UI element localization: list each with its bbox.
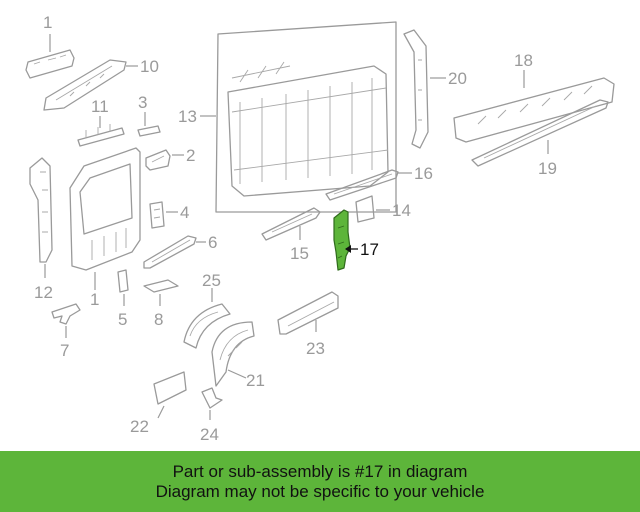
callout-24: 24	[200, 425, 219, 444]
info-banner: Part or sub-assembly is #17 in diagram D…	[0, 451, 640, 512]
callout-14: 14	[392, 201, 411, 220]
banner-line-2: Diagram may not be specific to your vehi…	[155, 481, 485, 501]
part-19-lower-rail	[471, 99, 609, 167]
part-18-upper-rail	[453, 70, 615, 143]
part-16-sill-rail	[325, 169, 412, 201]
part-3-clip	[137, 112, 161, 137]
callout-11: 11	[91, 97, 109, 116]
callout-3: 3	[138, 93, 147, 112]
callout-4: 4	[180, 203, 189, 222]
part-5-bracket	[117, 269, 129, 306]
part-8-plate	[143, 279, 179, 306]
callout-9: 1	[43, 13, 52, 32]
parts-diagram: 1 10 11 3 2 12 1	[25, 13, 615, 444]
banner-line-1: Part or sub-assembly is #17 in diagram	[172, 461, 468, 481]
callout-16: 16	[414, 164, 433, 183]
callout-5: 5	[118, 310, 127, 329]
part-25-wheelhouse-outer	[183, 288, 231, 349]
part-17-reinforcement[interactable]	[333, 209, 351, 271]
part-2-bracket	[145, 149, 184, 171]
part-12-pillar	[29, 157, 53, 278]
part-14-bracket	[355, 195, 390, 223]
callout-25: 25	[202, 271, 221, 290]
callout-12: 12	[34, 283, 53, 302]
part-15-rail	[261, 207, 321, 241]
part-11-bracket	[77, 116, 125, 147]
callout-17: 17	[360, 240, 379, 259]
part-22-plate	[153, 371, 187, 419]
callout-20: 20	[448, 69, 467, 88]
callout-21: 21	[246, 371, 265, 390]
part-24-bracket	[201, 387, 223, 420]
part-20-rear-pillar	[403, 29, 446, 149]
part-6-lower-rail	[143, 235, 206, 269]
callout-22: 22	[130, 417, 149, 436]
part-10-roof-rail	[43, 59, 138, 111]
part-1-side-panel	[69, 147, 141, 290]
part-13-rear-panel	[200, 21, 397, 213]
part-9-bracket	[25, 34, 75, 79]
callout-19: 19	[538, 159, 557, 178]
callout-23: 23	[306, 339, 325, 358]
callout-15: 15	[290, 244, 309, 263]
callout-13: 13	[178, 107, 197, 126]
callout-2: 2	[186, 146, 195, 165]
part-23-panel	[277, 291, 339, 335]
callout-18: 18	[514, 51, 533, 70]
callout-7: 7	[60, 341, 69, 360]
part-21-wheelhouse-inner	[211, 321, 255, 387]
callout-6: 6	[208, 233, 217, 252]
callout-10: 10	[140, 57, 159, 76]
part-7-bracket	[51, 303, 81, 338]
callout-1: 1	[90, 290, 99, 309]
callout-8: 8	[154, 310, 163, 329]
callout-17-arrow	[345, 245, 358, 253]
part-4-bracket	[149, 201, 178, 229]
